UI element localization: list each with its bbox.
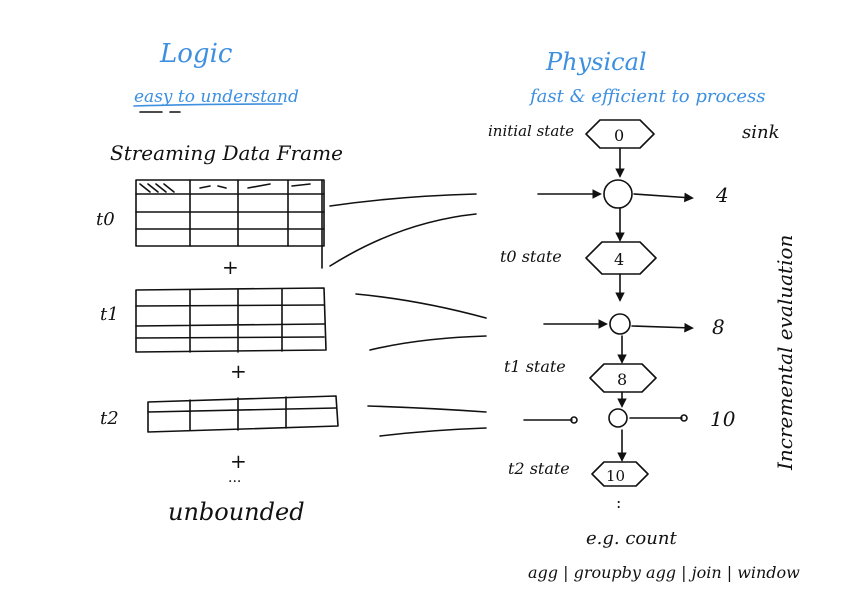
table-t2 <box>147 395 339 433</box>
physical-subtitle: fast & efficient to process <box>528 86 766 107</box>
table-t1 <box>135 287 327 353</box>
state-hexagon-t2 <box>591 461 649 487</box>
logical-subtitle: easy to understand <box>134 87 299 107</box>
frame-label: Streaming Data Frame <box>110 141 343 165</box>
incremental-evaluation-label: Incremental evaluation <box>773 235 797 471</box>
logical-ellipsis: ... <box>228 470 241 486</box>
state-hexagon-initial <box>585 119 655 149</box>
example-label: e.g. count <box>586 528 677 549</box>
physical-title: Physical <box>545 48 647 76</box>
state-label-initial: initial state <box>488 122 574 140</box>
state-continuation: : <box>616 493 621 512</box>
time-label-t0: t0 <box>96 209 115 230</box>
operator-node-t2 <box>608 408 628 428</box>
logical-subtitle-underline <box>133 103 283 107</box>
time-label-t1: t1 <box>100 304 119 325</box>
operator-node-t0 <box>603 179 633 209</box>
unbounded-label: unbounded <box>168 498 305 526</box>
plus-3: + <box>230 449 247 473</box>
table-t0 <box>135 179 325 269</box>
state-hexagon-t1 <box>589 363 657 393</box>
state-label-t1: t1 state <box>504 357 566 376</box>
state-value-initial: 0 <box>614 126 624 145</box>
sink-output-t0: 4 <box>715 183 729 207</box>
logical-title: Logic <box>159 39 233 69</box>
mapping-lines <box>329 193 487 437</box>
operators-list: agg | groupby agg | join | window <box>528 563 800 582</box>
state-label-t0: t0 state <box>500 247 562 266</box>
state-label-t2: t2 state <box>508 459 570 478</box>
io-arrows <box>523 189 694 424</box>
state-flow-arrows <box>615 147 627 462</box>
sink-label: sink <box>742 122 780 143</box>
time-label-t2: t2 <box>100 408 119 429</box>
state-value-t1: 8 <box>617 370 627 389</box>
state-hexagon-t0 <box>585 241 657 275</box>
sink-output-t1: 8 <box>712 315 725 339</box>
state-value-t2: 10 <box>606 467 625 485</box>
state-value-t0: 4 <box>614 250 624 269</box>
operator-node-t1 <box>609 313 631 335</box>
sink-output-t2: 10 <box>710 407 736 431</box>
plus-1: + <box>222 255 239 279</box>
plus-2: + <box>230 359 247 383</box>
